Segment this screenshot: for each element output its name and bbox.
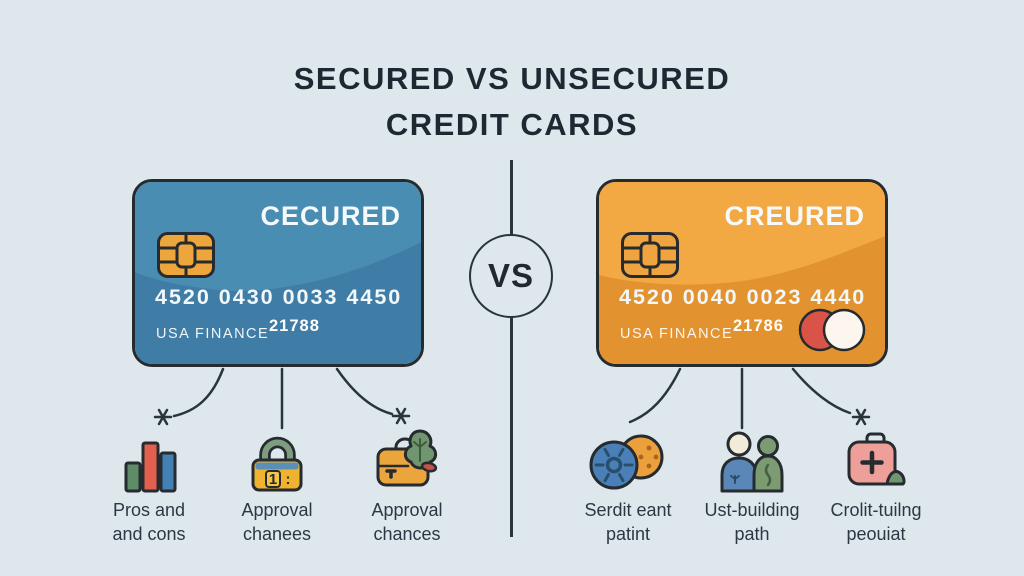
card-aux-number: 21786 [733, 317, 784, 335]
feature-approval-bag: Approval chances [327, 421, 487, 546]
card-number: 4520 0040 0023 4440 [619, 285, 867, 309]
feature-approval-lock: 1 : Approval chanees [197, 421, 357, 546]
title-line-2: CREDIT CARDS [385, 107, 639, 142]
feature-trust-path: Ust-building path [672, 421, 832, 546]
emv-chip-icon [621, 232, 679, 278]
card-brand-text: CREURED [724, 201, 865, 231]
bar-chart-icon [124, 441, 177, 493]
divider-line-bottom [510, 317, 513, 537]
feature-label: Serdit eant patint [584, 500, 672, 544]
mastercard-logo-icon [798, 308, 866, 352]
lock-digit: 1 [269, 471, 277, 488]
title-line-1: SECURED VS UNSECURED [293, 61, 731, 96]
feature-label: Pros and and cons [112, 500, 186, 544]
coins-icon [589, 434, 664, 490]
feature-credit-kit: Crolit-tuilng peouiat [796, 421, 956, 546]
card-issuer: USA FINANCE [620, 326, 734, 342]
emv-chip-icon [157, 232, 215, 278]
card-issuer: USA FINANCE [156, 326, 270, 342]
vs-label: VS [487, 257, 535, 294]
card-number: 4520 0430 0033 4450 [155, 285, 403, 309]
padlock-icon: 1 : [251, 436, 303, 492]
divider-line-top [510, 160, 513, 236]
feature-label: Ust-building path [704, 500, 800, 544]
card-aux-number: 21788 [269, 317, 320, 335]
secured-card: CECURED 4520 0430 0033 4450 USA FINANCE … [132, 179, 424, 367]
connector-right-a [628, 367, 682, 424]
feature-credit-coins: Serdit eant patint [548, 421, 708, 546]
feature-label: Crolit-tuilng peouiat [830, 500, 922, 544]
feature-pros-cons: Pros and and cons [69, 421, 229, 546]
connector-left-c [335, 367, 394, 416]
unsecured-card: CREURED 4520 0040 0023 4440 USA FINANCE … [596, 179, 888, 367]
feature-label: Approval chances [371, 500, 443, 544]
connector-left-a [172, 367, 225, 418]
card-brand-text: CECURED [260, 201, 401, 231]
connector-right-c [791, 367, 852, 415]
first-aid-case-icon [847, 432, 906, 486]
people-icon [720, 431, 784, 493]
feature-label: Approval chanees [241, 500, 313, 544]
lock-colon: : [286, 471, 291, 488]
vs-badge: VS [469, 234, 553, 318]
briefcase-plant-icon [376, 429, 438, 487]
page-title: SECURED VS UNSECURED CREDIT CARDS [0, 56, 1024, 148]
